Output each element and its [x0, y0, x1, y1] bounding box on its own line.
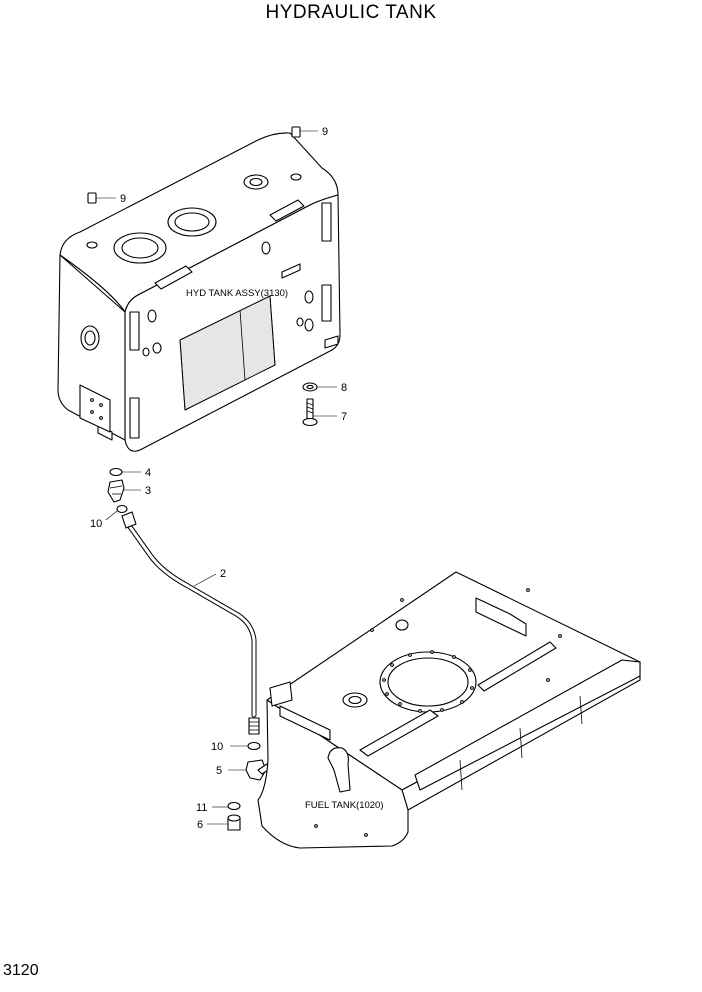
callout-11: 11 [196, 802, 207, 814]
leader-lines [96, 130, 337, 825]
page-number: 3120 [3, 962, 39, 979]
plug-part-6 [227, 814, 241, 831]
plug-part-9-right [291, 126, 301, 138]
callout-4: 4 [145, 467, 151, 479]
callout-3: 3 [145, 485, 151, 497]
bolt-part-7 [302, 398, 318, 427]
o-ring-part-10-lower [247, 741, 261, 751]
tank-front-features [79, 325, 111, 433]
fuel-tank-details [279, 588, 562, 837]
plug-part-9-left [87, 192, 97, 204]
callout-9-left: 9 [120, 193, 126, 205]
callout-6: 6 [197, 819, 203, 831]
washer-part-8 [302, 382, 318, 392]
tank-top-small-port [243, 174, 269, 190]
callout-10-lower: 10 [211, 741, 223, 753]
tank-top-bosses [86, 173, 302, 249]
tank-top-port-large-right [167, 207, 217, 237]
tank-side-brackets [129, 202, 332, 439]
callout-5: 5 [216, 765, 222, 777]
fuel-tank-rails [359, 597, 557, 757]
fuel-tank-label: FUEL TANK(1020) [305, 800, 384, 811]
tank-side-ports [142, 241, 314, 357]
hyd-tank-assembly-label: HYD TANK ASSY(3130) [186, 288, 288, 299]
callout-9-right: 9 [322, 126, 328, 138]
o-ring-part-10-upper [116, 504, 128, 514]
callout-2: 2 [220, 568, 226, 580]
o-ring-part-11 [227, 801, 241, 811]
elbow-fitting-part-3 [107, 479, 125, 503]
o-ring-part-4 [109, 467, 123, 477]
fuel-tank-main-port [379, 650, 477, 713]
callout-8: 8 [341, 382, 347, 394]
diagram-title: HYDRAULIC TANK [265, 2, 437, 23]
hose-part-2 [121, 511, 260, 735]
callout-10-upper: 10 [90, 518, 102, 530]
tank-top-port-large-left [113, 232, 167, 264]
callout-7: 7 [341, 411, 347, 423]
tank-top-bracket [154, 199, 305, 290]
